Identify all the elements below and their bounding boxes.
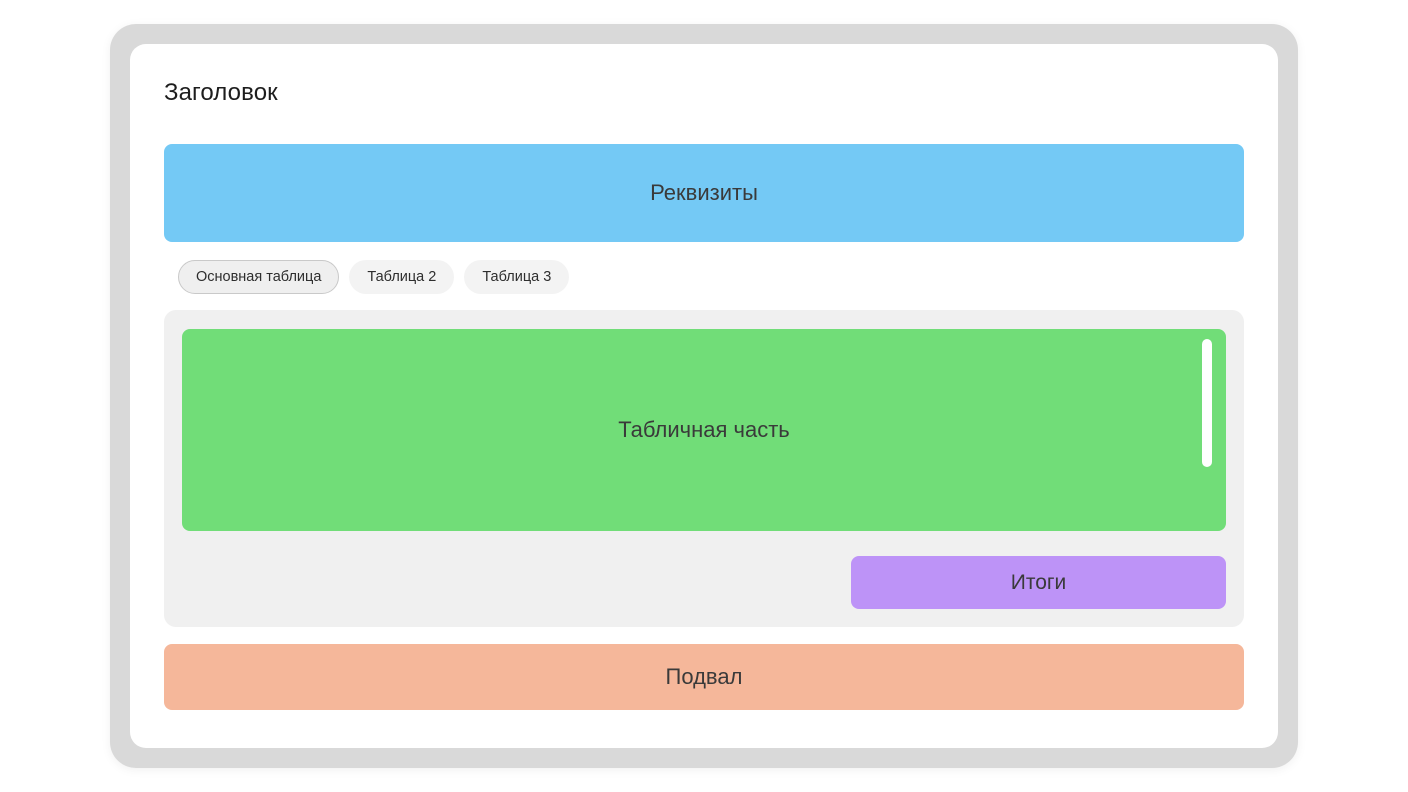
table-section: Табличная часть Итоги (164, 310, 1244, 627)
tab-table-2-label: Таблица 2 (367, 269, 437, 285)
tab-strip: Основная таблица Таблица 2 Таблица 3 (178, 260, 1244, 294)
footer-block[interactable]: Подвал (164, 644, 1244, 710)
table-body-block[interactable]: Табличная часть (182, 329, 1226, 531)
form-card: Заголовок Реквизиты Основная таблица Таб… (130, 44, 1278, 748)
tab-table-3[interactable]: Таблица 3 (464, 260, 570, 294)
footer-block-label: Подвал (665, 664, 743, 689)
tab-table-3-label: Таблица 3 (482, 269, 552, 285)
tab-table-2[interactable]: Таблица 2 (349, 260, 455, 294)
attributes-block[interactable]: Реквизиты (164, 144, 1244, 242)
vertical-scrollbar-thumb[interactable] (1202, 339, 1212, 467)
tab-main-table[interactable]: Основная таблица (178, 260, 340, 294)
totals-button-label: Итоги (1010, 570, 1067, 594)
attributes-block-label: Реквизиты (650, 180, 758, 205)
table-body-label: Табличная часть (618, 417, 790, 442)
page-title: Заголовок (164, 79, 278, 106)
totals-row: Итоги (182, 556, 1226, 609)
window-frame: Заголовок Реквизиты Основная таблица Таб… (110, 24, 1298, 768)
totals-button[interactable]: Итоги (851, 556, 1226, 609)
tab-main-table-label: Основная таблица (196, 269, 322, 285)
